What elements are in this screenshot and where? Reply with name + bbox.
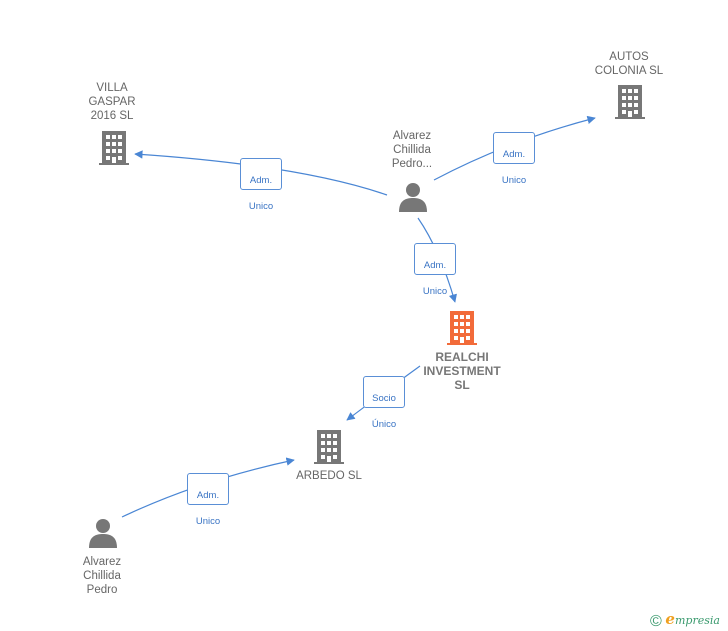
villa-gaspar-building-icon[interactable] <box>99 131 129 165</box>
edge-label-arbedo-adm-line1: Adm. <box>196 490 220 501</box>
edge-label-villa: Adm. Unico <box>240 158 282 212</box>
arbedo-label[interactable]: ARBEDO SL <box>296 470 362 482</box>
edge-label-arbedo-socio-line1: Socio <box>372 393 396 404</box>
autos-colonia-label[interactable]: AUTOS COLONIA SL <box>594 51 664 77</box>
alvarez-top-person-icon[interactable] <box>399 183 427 212</box>
edge-label-villa-line2: Unico <box>248 201 274 212</box>
autos-colonia-building-icon[interactable] <box>615 85 645 119</box>
realchi-label[interactable]: REALCHI INVESTMENT SL <box>423 350 501 392</box>
alvarez-top-label[interactable]: Alvarez Chillida Pedro... <box>391 130 433 170</box>
edge-label-arbedo-socio-line2: Único <box>371 419 397 430</box>
alvarez-bottom-label[interactable]: Alvarez Chillida Pedro <box>82 556 122 596</box>
edge-label-arbedo-adm: Adm. Unico <box>187 473 229 527</box>
alvarez-bottom-person-icon[interactable] <box>89 519 117 548</box>
empresia-logo[interactable]: © empresia <box>650 610 720 631</box>
edge-label-autos-line2: Unico <box>501 175 527 186</box>
edge-label-realchi-line1: Adm. <box>423 260 447 271</box>
edge-label-autos: Adm. Unico <box>493 132 535 186</box>
arbedo-building-icon[interactable] <box>314 430 344 464</box>
villa-gaspar-label[interactable]: VILLA GASPAR 2016 SL <box>88 82 136 122</box>
realchi-building-icon[interactable] <box>447 311 477 345</box>
edge-label-realchi: Adm. Unico <box>414 243 456 297</box>
edge-label-villa-line1: Adm. <box>249 175 273 186</box>
edge-label-arbedo-adm-line2: Unico <box>195 516 221 527</box>
brand-initial: e <box>665 610 675 628</box>
edge-label-realchi-line2: Unico <box>422 286 448 297</box>
copyright-symbol: © <box>650 613 662 630</box>
edge-label-arbedo-socio: Socio Único <box>363 376 405 430</box>
brand-rest: mpresia <box>674 614 720 627</box>
edge-label-autos-line1: Adm. <box>502 149 526 160</box>
